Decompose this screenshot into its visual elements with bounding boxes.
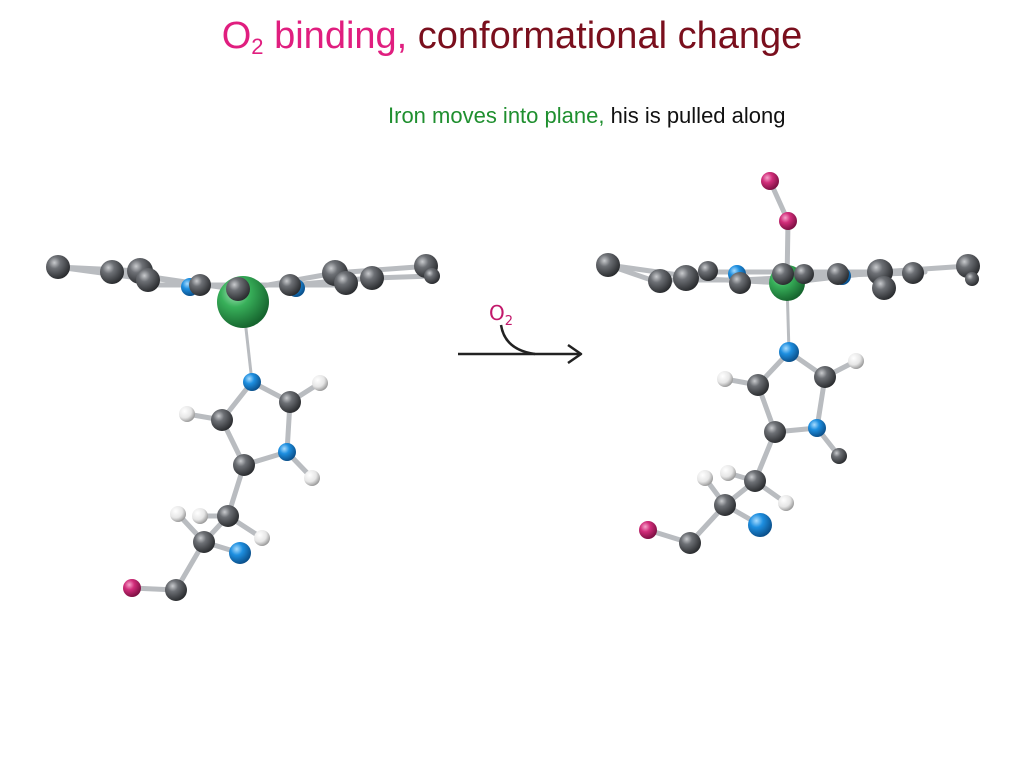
carbon-atom — [673, 265, 699, 291]
carbon-atom — [360, 266, 384, 290]
hydrogen-atom — [312, 375, 328, 391]
bound-o2 — [761, 172, 797, 230]
deoxy-heme-atoms — [46, 254, 440, 328]
carbon-atom — [714, 494, 736, 516]
carbon-atom — [226, 277, 250, 301]
subtitle-iron-moves: Iron moves into plane, — [388, 103, 605, 128]
carbon-atom — [794, 264, 814, 284]
carbon-atom — [772, 263, 794, 285]
carbon-atom — [165, 579, 187, 601]
hydrogen-atom — [170, 506, 186, 522]
carbon-atom — [698, 261, 718, 281]
deoxy-histidine-atoms — [123, 373, 328, 601]
arrow-o2-label: O2 — [489, 301, 513, 329]
hydrogen-atom — [179, 406, 195, 422]
carbon-atom — [965, 272, 979, 286]
carbon-atom — [827, 263, 849, 285]
carbon-atom — [747, 374, 769, 396]
hydrogen-atom — [717, 371, 733, 387]
carbon-atom — [764, 421, 786, 443]
slide-title: O2 binding, conformational change — [0, 14, 1024, 58]
carbon-atom — [648, 269, 672, 293]
carbon-atom — [872, 276, 896, 300]
deoxy-heme-histidine — [46, 254, 440, 601]
nitrogen-atom — [779, 342, 799, 362]
carbon-atom — [956, 254, 980, 278]
hydrogen-atom — [697, 470, 713, 486]
oxygen-atom — [761, 172, 779, 190]
hydrogen-atom — [192, 508, 208, 524]
nitrogen-atom — [229, 542, 251, 564]
reaction-arrow: O2 — [458, 301, 583, 365]
carbon-atom — [279, 391, 301, 413]
carbon-atom — [193, 531, 215, 553]
hydrogen-atom — [778, 495, 794, 511]
carbon-atom — [233, 454, 255, 476]
o2-curved-arrow — [499, 324, 536, 356]
hydrogen-atom — [848, 353, 864, 369]
carbon-atom — [100, 260, 124, 284]
nitrogen-atom — [748, 513, 772, 537]
oxy-heme-atoms — [596, 253, 980, 301]
arrow-head — [567, 343, 583, 365]
carbon-atom — [136, 268, 160, 292]
hydrogen-atom — [304, 470, 320, 486]
carbon-atom — [814, 366, 836, 388]
carbon-atom — [729, 272, 751, 294]
carbon-atom — [744, 470, 766, 492]
carbon-atom — [902, 262, 924, 284]
hydrogen-atom — [254, 530, 270, 546]
subtitle: Iron moves into plane, his is pulled alo… — [388, 102, 785, 130]
hydrogen-atom — [720, 465, 736, 481]
oxygen-atom — [779, 212, 797, 230]
carbon-atom — [189, 274, 211, 296]
carbon-atom — [334, 271, 358, 295]
nitrogen-atom — [278, 443, 296, 461]
oxy-histidine-atoms — [639, 342, 864, 554]
title-conformational-change: conformational change — [407, 15, 803, 57]
oxygen-atom — [123, 579, 141, 597]
carbon-atom — [211, 409, 233, 431]
carbon-atom — [46, 255, 70, 279]
title-o2: O2 — [221, 15, 264, 59]
title-binding: binding, — [263, 15, 408, 57]
nitrogen-atom — [243, 373, 261, 391]
nitrogen-atom — [808, 419, 826, 437]
oxy-heme-histidine — [596, 172, 980, 554]
carbon-atom — [596, 253, 620, 277]
carbon-atom — [679, 532, 701, 554]
oxygen-atom — [639, 521, 657, 539]
subtitle-his-pulled: his is pulled along — [604, 103, 786, 128]
carbon-atom — [279, 274, 301, 296]
carbon-atom — [217, 505, 239, 527]
carbon-atom — [424, 268, 440, 284]
carbon-atom — [831, 448, 847, 464]
